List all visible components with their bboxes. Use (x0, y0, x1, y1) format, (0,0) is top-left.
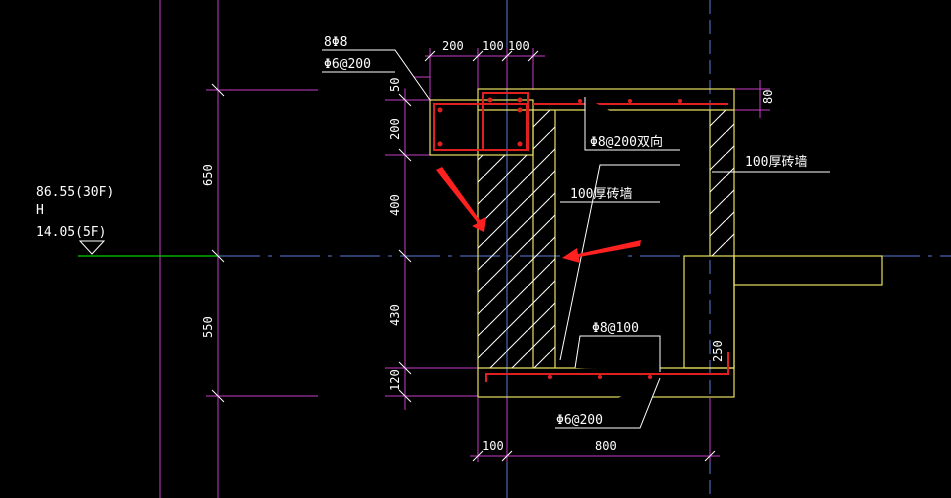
dim-100-bottom: 100 (482, 439, 504, 453)
elevation-lower: 14.05(5F) (36, 225, 106, 240)
rebar-note-phi6-200-top: Φ6@200 (324, 57, 371, 72)
dim-120: 120 (388, 369, 402, 391)
left-dimension (206, 83, 318, 403)
rebar-note-8phi8: 8Φ8 (324, 35, 347, 50)
brick-wall-hatch (478, 110, 734, 368)
rebar-note-phi6-200-bottom: Φ6@200 (556, 413, 603, 428)
dim-200-top: 200 (442, 39, 464, 53)
dim-800-bottom: 800 (595, 439, 617, 453)
bottom-dimension (470, 398, 720, 462)
rebar-dots (437, 97, 682, 379)
rebar-note-phi8-100: Φ8@100 (592, 321, 639, 336)
dim-430: 430 (388, 304, 402, 326)
grid-lines (159, 0, 406, 498)
elevation-h: H (36, 203, 44, 218)
dim-550: 550 (201, 316, 215, 338)
dim-50: 50 (388, 78, 402, 92)
dim-80: 80 (761, 90, 775, 104)
note-labels: 8Φ8 Φ6@200 Φ8@200双向 100厚砖墙 100厚砖墙 Φ8@100… (36, 35, 807, 428)
dim-100-top-b: 100 (508, 39, 530, 53)
wall-note-center: 100厚砖墙 (570, 187, 632, 202)
dim-100-top-a: 100 (482, 39, 504, 53)
dim-250: 250 (711, 340, 725, 362)
level-marker (78, 240, 106, 255)
right-dimension (733, 80, 770, 118)
wall-note-right: 100厚砖墙 (745, 155, 807, 170)
dim-200-mid: 200 (388, 118, 402, 140)
dim-650: 650 (201, 164, 215, 186)
elevation-upper: 86.55(30F) (36, 185, 114, 200)
dimension-labels: 200 100 100 80 650 550 50 200 400 430 12… (201, 39, 775, 453)
rebar (433, 92, 729, 382)
leader-lines (322, 49, 830, 429)
red-arrows (436, 167, 641, 263)
top-dimension (424, 48, 545, 100)
rebar-note-phi8-200-both: Φ8@200双向 (590, 134, 663, 150)
dim-400: 400 (388, 194, 402, 216)
